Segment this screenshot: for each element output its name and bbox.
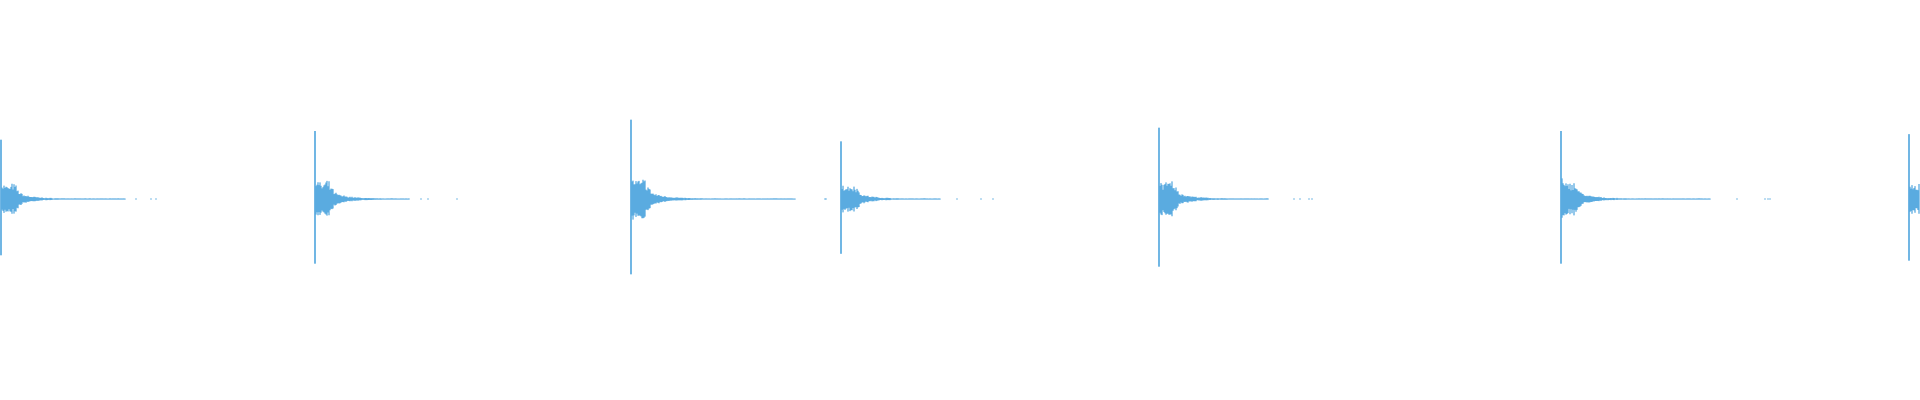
waveform-group — [0, 119, 1920, 275]
